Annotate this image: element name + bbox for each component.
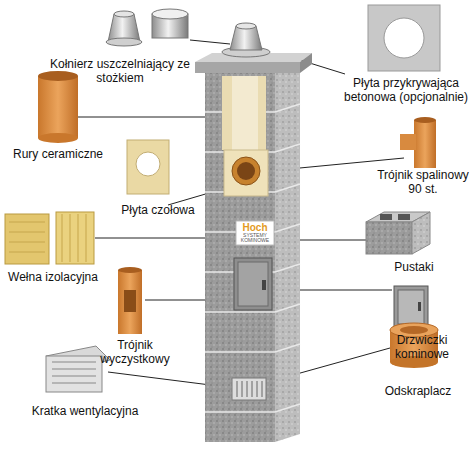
part-label: Płyta przykrywająca betonowa (opcjonalni… [338,76,474,104]
brand-plate [236,221,274,245]
part-label: Trójnik spalinowy 90 st. [372,168,474,196]
part-label: Drzwiczki kominowe [370,333,474,361]
chimney-door [234,258,272,310]
part-label: SYSTEMY KOMINOWE [236,233,274,243]
chimney [195,23,312,442]
part-label: Kołnierz uszczelniający ze stożkiem [45,57,195,85]
part-label: Odskraplacz [372,384,464,398]
vent-grille [232,378,266,400]
block-joints [205,104,300,412]
door-handle [262,280,266,290]
cleanout-tee-icon [118,270,142,334]
cover-plate-icon [368,5,440,71]
part-label: Kratka wentylacyjna [10,404,160,418]
face-plate [224,150,268,196]
door-icon [394,286,428,328]
liner-cutaway [232,76,258,150]
part-label: Rury ceramiczne [2,147,114,161]
tee-pipe-icon [414,120,436,168]
grille-slots [237,381,262,397]
leader-line [95,238,212,239]
leader-line [58,117,226,118]
part-label: Pustaki [372,260,456,274]
flue-opening [232,157,260,185]
part-icons [5,5,440,392]
part-label: Hoch [236,222,274,233]
leader-line [296,240,366,241]
wool-icon [5,214,49,264]
chimney-front [205,72,275,442]
leader-line [190,40,230,44]
door-panel [238,262,268,306]
part-label: Płyta czołowa [100,203,216,217]
cone-top [236,23,256,29]
sealing-cone [230,26,262,50]
flue-hole [237,162,255,180]
chimney-side [275,64,300,442]
insulation-cutaway [222,76,266,150]
cap-side [300,53,312,73]
face-plate-icon [127,140,169,194]
part-label: Trójnik wyczystkowy [90,338,180,366]
wool-icon [56,212,94,264]
part-label: Wełna izolacyjna [0,270,106,284]
cap-front [195,62,300,73]
ceramic-pipe-icon [38,76,78,138]
